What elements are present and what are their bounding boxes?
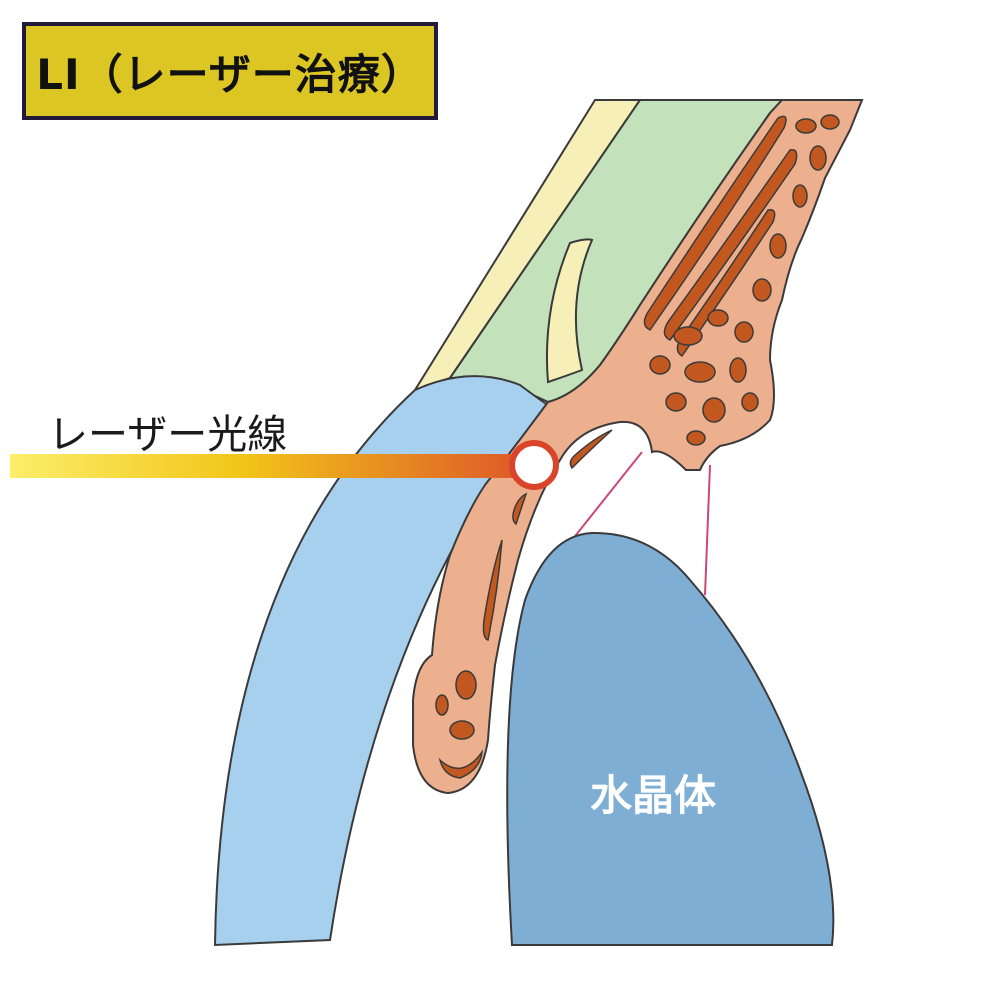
laser-beam <box>10 454 530 478</box>
pigment-blob <box>449 720 475 740</box>
pigment-blob <box>729 357 747 383</box>
laser-beam-label: レーザー光線 <box>48 412 288 458</box>
pigment-blob <box>741 392 759 412</box>
pigment-blob <box>455 670 477 700</box>
pigment-blob <box>820 114 840 130</box>
pigment-strand <box>438 749 484 779</box>
diagram-title: LI（レーザー治療） <box>36 49 424 99</box>
pigment-blob <box>702 397 726 423</box>
pigment-blob <box>435 694 449 716</box>
pigment-strand <box>512 492 528 526</box>
pigment-band <box>676 209 776 358</box>
pigment-blob <box>795 118 817 134</box>
pigment-blob <box>665 392 687 412</box>
title-box: LI（レーザー治療） <box>22 22 438 120</box>
pigment-blob <box>734 321 754 343</box>
iris-pigment-group <box>435 114 840 779</box>
lens-label: 水晶体 <box>590 771 717 820</box>
pigment-blob <box>752 278 772 302</box>
pigment-blob <box>686 430 706 446</box>
pigment-blob <box>809 145 827 171</box>
pigment-blob <box>673 326 703 346</box>
pigment-band <box>663 149 798 341</box>
laser-target-spot <box>509 440 559 490</box>
schlemm-canal <box>545 238 594 384</box>
pigment-band <box>643 115 787 331</box>
lens <box>506 531 835 946</box>
zonule-fiber <box>704 464 711 596</box>
pigment-strand <box>482 539 503 641</box>
cornea <box>213 375 550 947</box>
pigment-blob <box>684 361 716 383</box>
pigment-blob <box>792 184 808 208</box>
ciliary-body-and-iris <box>412 99 864 795</box>
zonule-fiber <box>571 451 643 541</box>
pigment-blob <box>707 309 729 327</box>
pigment-strand <box>569 429 613 470</box>
pigment-blob <box>769 233 787 259</box>
pigment-blob <box>649 355 671 375</box>
